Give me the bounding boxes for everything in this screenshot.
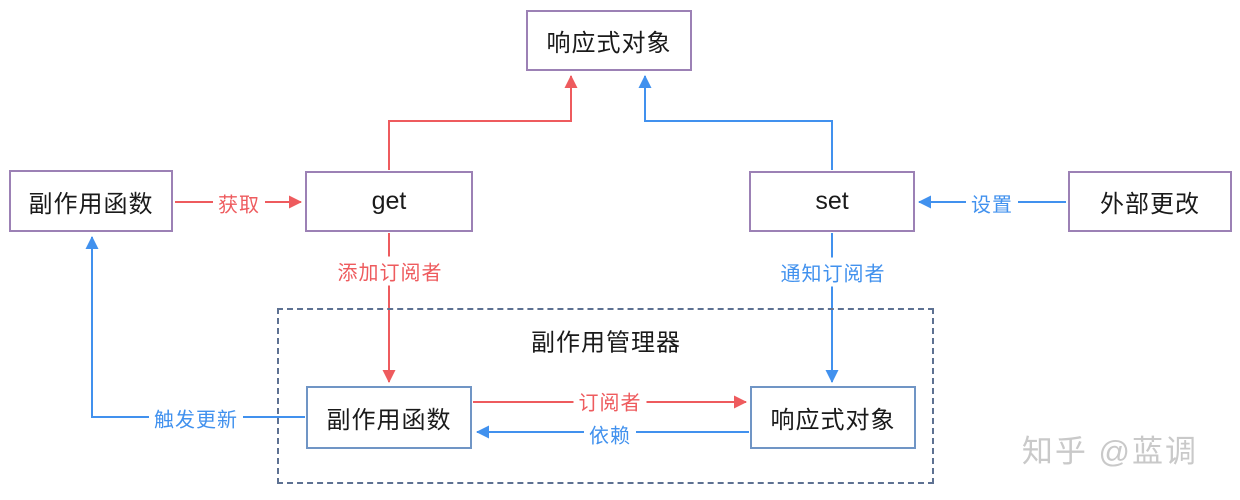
edge-label-fetch: 获取 xyxy=(213,188,265,218)
effect-manager-title: 副作用管理器 xyxy=(531,329,681,357)
effect-manager-container xyxy=(277,308,934,484)
edge-set-to-reactive-line xyxy=(638,75,833,170)
node-get: get xyxy=(305,171,473,232)
node-reactive-object-top: 响应式对象 xyxy=(526,10,692,71)
edge-trigger-update-line xyxy=(85,236,305,418)
node-external-change: 外部更改 xyxy=(1068,171,1232,232)
edge-label-add-subscriber: 添加订阅者 xyxy=(332,256,448,286)
node-set: set xyxy=(749,171,915,232)
node-reactive-object-inner: 响应式对象 xyxy=(750,386,916,449)
edge-label-subscriber: 订阅者 xyxy=(573,386,647,416)
edge-label-set-value: 设置 xyxy=(966,188,1018,218)
node-effect-function-left: 副作用函数 xyxy=(9,170,173,232)
edge-label-dependency: 依赖 xyxy=(584,419,636,449)
edge-label-trigger-update: 触发更新 xyxy=(149,403,243,433)
edge-get-to-reactive-line xyxy=(388,75,578,170)
edge-label-notify-subscriber: 通知订阅者 xyxy=(775,257,891,287)
zhihu-watermark: 知乎 @蓝调 xyxy=(1021,434,1198,469)
node-effect-function-inner: 副作用函数 xyxy=(306,386,472,449)
